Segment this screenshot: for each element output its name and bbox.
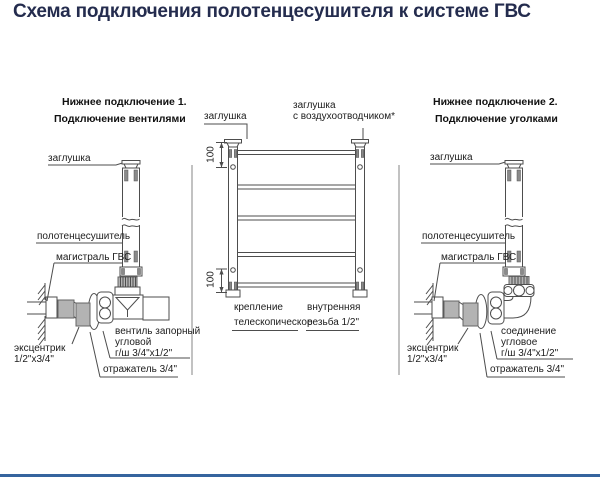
angle-valve: [87, 291, 170, 330]
left-valve-label: вентиль запорный угловой г/ш 3/4"х1/2": [115, 326, 201, 359]
right-reflector-label: отражатель 3/4": [490, 364, 565, 375]
wall-and-supply-pipe: [27, 283, 58, 346]
wall-and-supply-pipe: [414, 283, 444, 346]
dimension-100-bottom: [216, 268, 227, 293]
footer-accent-bar: [0, 474, 600, 477]
towel-rail-front-view: [204, 123, 369, 331]
right-panel-heading-1: Нижнее подключение 2.: [433, 96, 558, 108]
left-panel-heading-1: Нижнее подключение 1.: [62, 96, 187, 108]
left-reflector-label: отражатель 3/4": [103, 364, 178, 375]
right-connection-drawing: [414, 160, 573, 378]
eccentric-fitting: [57, 299, 91, 327]
left-connection-drawing: [27, 160, 190, 378]
right-hot-water-main-label: магистраль ГВС: [441, 252, 517, 263]
left-plug-label: заглушка: [48, 153, 91, 164]
page-title: Схема подключения полотенцесушителя к си…: [13, 1, 531, 22]
center-plug-airvent-label: заглушка с воздухоотводчиком*: [293, 100, 395, 122]
left-towel-rail-label: полотенцесушитель: [37, 231, 131, 242]
telescopic-mount-label: крепление телескопическое: [234, 302, 313, 328]
dimension-100-top: [216, 142, 227, 168]
dim-100-bottom-label: 100: [205, 271, 217, 288]
corner-elbow: [474, 291, 532, 329]
right-plug-label: заглушка: [430, 152, 473, 163]
left-hot-water-main-label: магистраль ГВС: [56, 252, 132, 263]
left-panel-heading-2: Подключение вентилями: [54, 113, 186, 125]
internal-thread-label: внутренняя резьба 1/2": [307, 302, 361, 328]
center-plug-left-label: заглушка: [204, 111, 247, 122]
right-eccentric-label: эксцентрик 1/2"х3/4": [407, 343, 459, 365]
eccentric-fitting: [443, 300, 479, 327]
dim-100-top-label: 100: [205, 146, 217, 163]
right-panel-heading-2: Подключение уголками: [435, 113, 558, 125]
left-eccentric-label: эксцентрик 1/2"х3/4": [14, 343, 66, 365]
right-towel-rail-label: полотенцесушитель: [422, 231, 516, 242]
right-corner-connection-label: соединение угловое г/ш 3/4"х1/2": [501, 326, 559, 359]
